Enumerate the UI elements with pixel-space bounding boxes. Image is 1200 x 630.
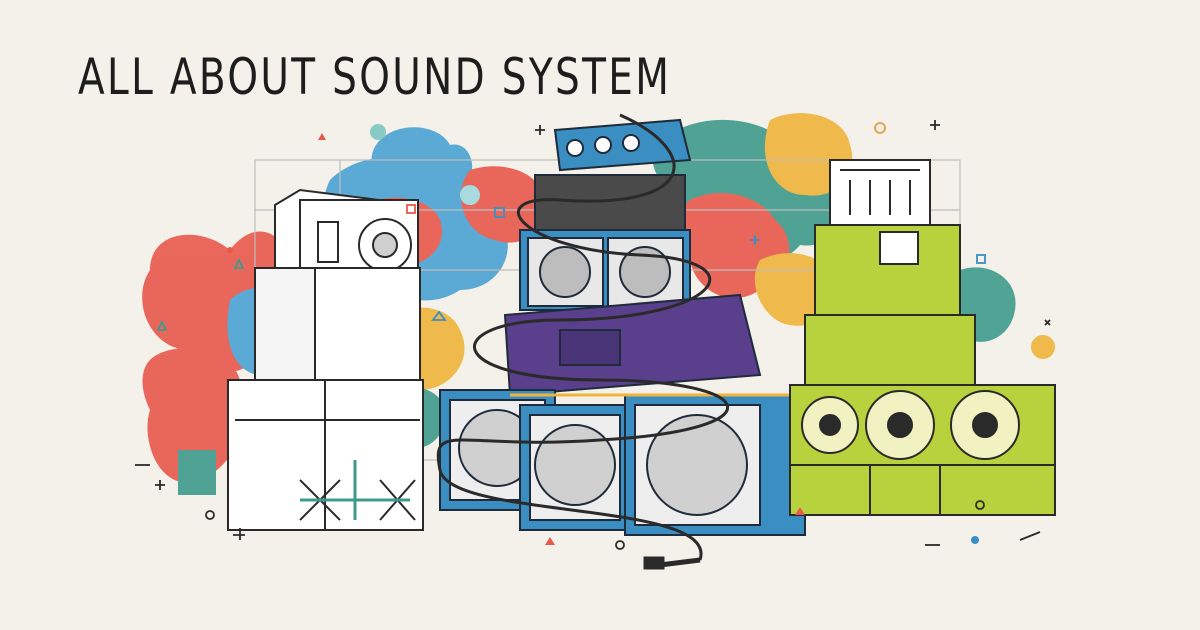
speaker-stack-green bbox=[789, 159, 1056, 516]
speaker-stack-white bbox=[227, 188, 424, 531]
audio-cable-jack bbox=[436, 113, 729, 570]
page-title: ALL ABOUT SOUND SYSTEM bbox=[78, 48, 672, 106]
speaker-stack-blue-purple bbox=[439, 118, 806, 536]
confetti-decoration bbox=[135, 120, 1051, 550]
